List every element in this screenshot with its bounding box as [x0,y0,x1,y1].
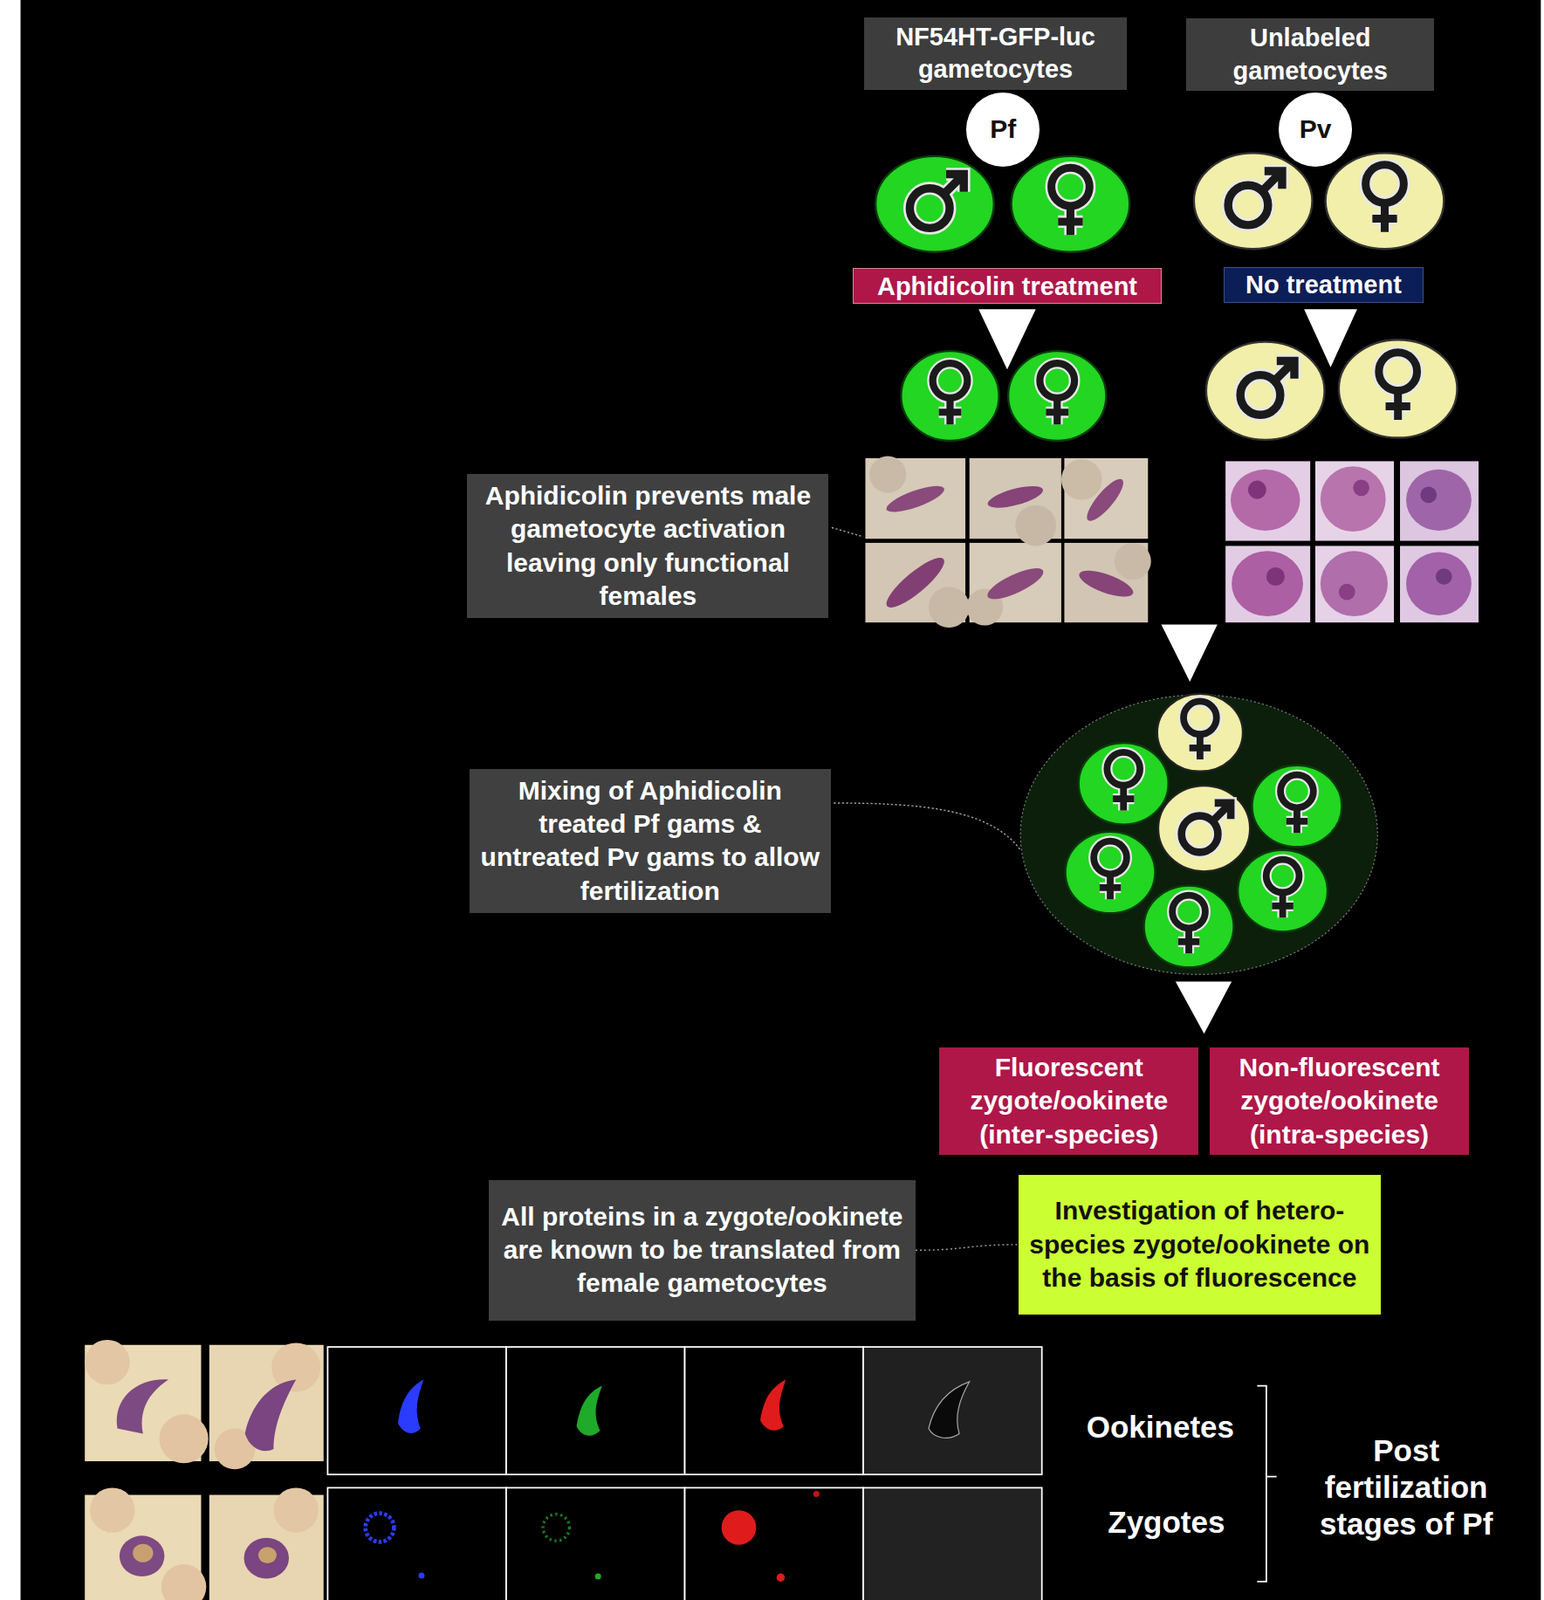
node-text: Unlabeled gametocytes [1193,21,1428,87]
node-text: Investigation of hetero-species zygote/o… [1027,1194,1373,1295]
node-text: Pv [1299,112,1332,146]
treatment-box: Aphidicolin treatment [852,267,1161,304]
flow-triangles [978,308,1358,1034]
node-text: All proteins in a zygote/ookinete are kn… [497,1200,907,1301]
pf-micrographs [864,456,1151,628]
pv-micrographs [1225,460,1479,623]
node-text: Aphidicolin prevents male gametocyte act… [475,479,820,614]
node-text: Mixing of Aphidicolin treated Pf gams & … [478,774,823,909]
mixing-pool [1020,693,1378,975]
stage-micrographs [84,1339,1043,1600]
label-box: Unlabeled gametocytes [1186,18,1435,91]
node-text: Pf [989,112,1016,146]
result-box: Fluorescent zygote/ookinete (inter-speci… [939,1047,1199,1155]
group-label: Post fertilization stages of Pf [1291,1432,1522,1543]
note-box: All proteins in a zygote/ookinete are kn… [488,1180,916,1321]
note-box: Aphidicolin prevents male gametocyte act… [466,473,829,619]
treatment-box: No treatment [1223,267,1424,303]
leader-lines [831,527,1021,850]
note-box: Mixing of Aphidicolin treated Pf gams & … [469,768,831,914]
stage-label: Ookinetes [1063,1408,1257,1446]
stage-label: Zygotes [1079,1503,1254,1541]
highlight-box: Investigation of hetero-species zygote/o… [1018,1174,1381,1315]
node-text: NF54HT-GFP-luc gametocytes [871,20,1120,86]
gametocyte-symbols [875,152,1457,441]
node-text: Fluorescent zygote/ookinete (inter-speci… [946,1050,1192,1152]
species-circle: Pv [1278,92,1352,166]
dotted-connector [915,1244,1019,1250]
label-box: NF54HT-GFP-luc gametocytes [864,17,1127,90]
species-circle: Pf [966,92,1040,166]
node-text: Non-fluorescent zygote/ookinete (intra-s… [1216,1050,1462,1152]
bracket [1256,1386,1277,1582]
background [20,0,1542,1600]
node-text: Aphidicolin treatment [877,271,1138,302]
result-box: Non-fluorescent zygote/ookinete (intra-s… [1209,1047,1469,1155]
node-text: No treatment [1245,269,1402,301]
